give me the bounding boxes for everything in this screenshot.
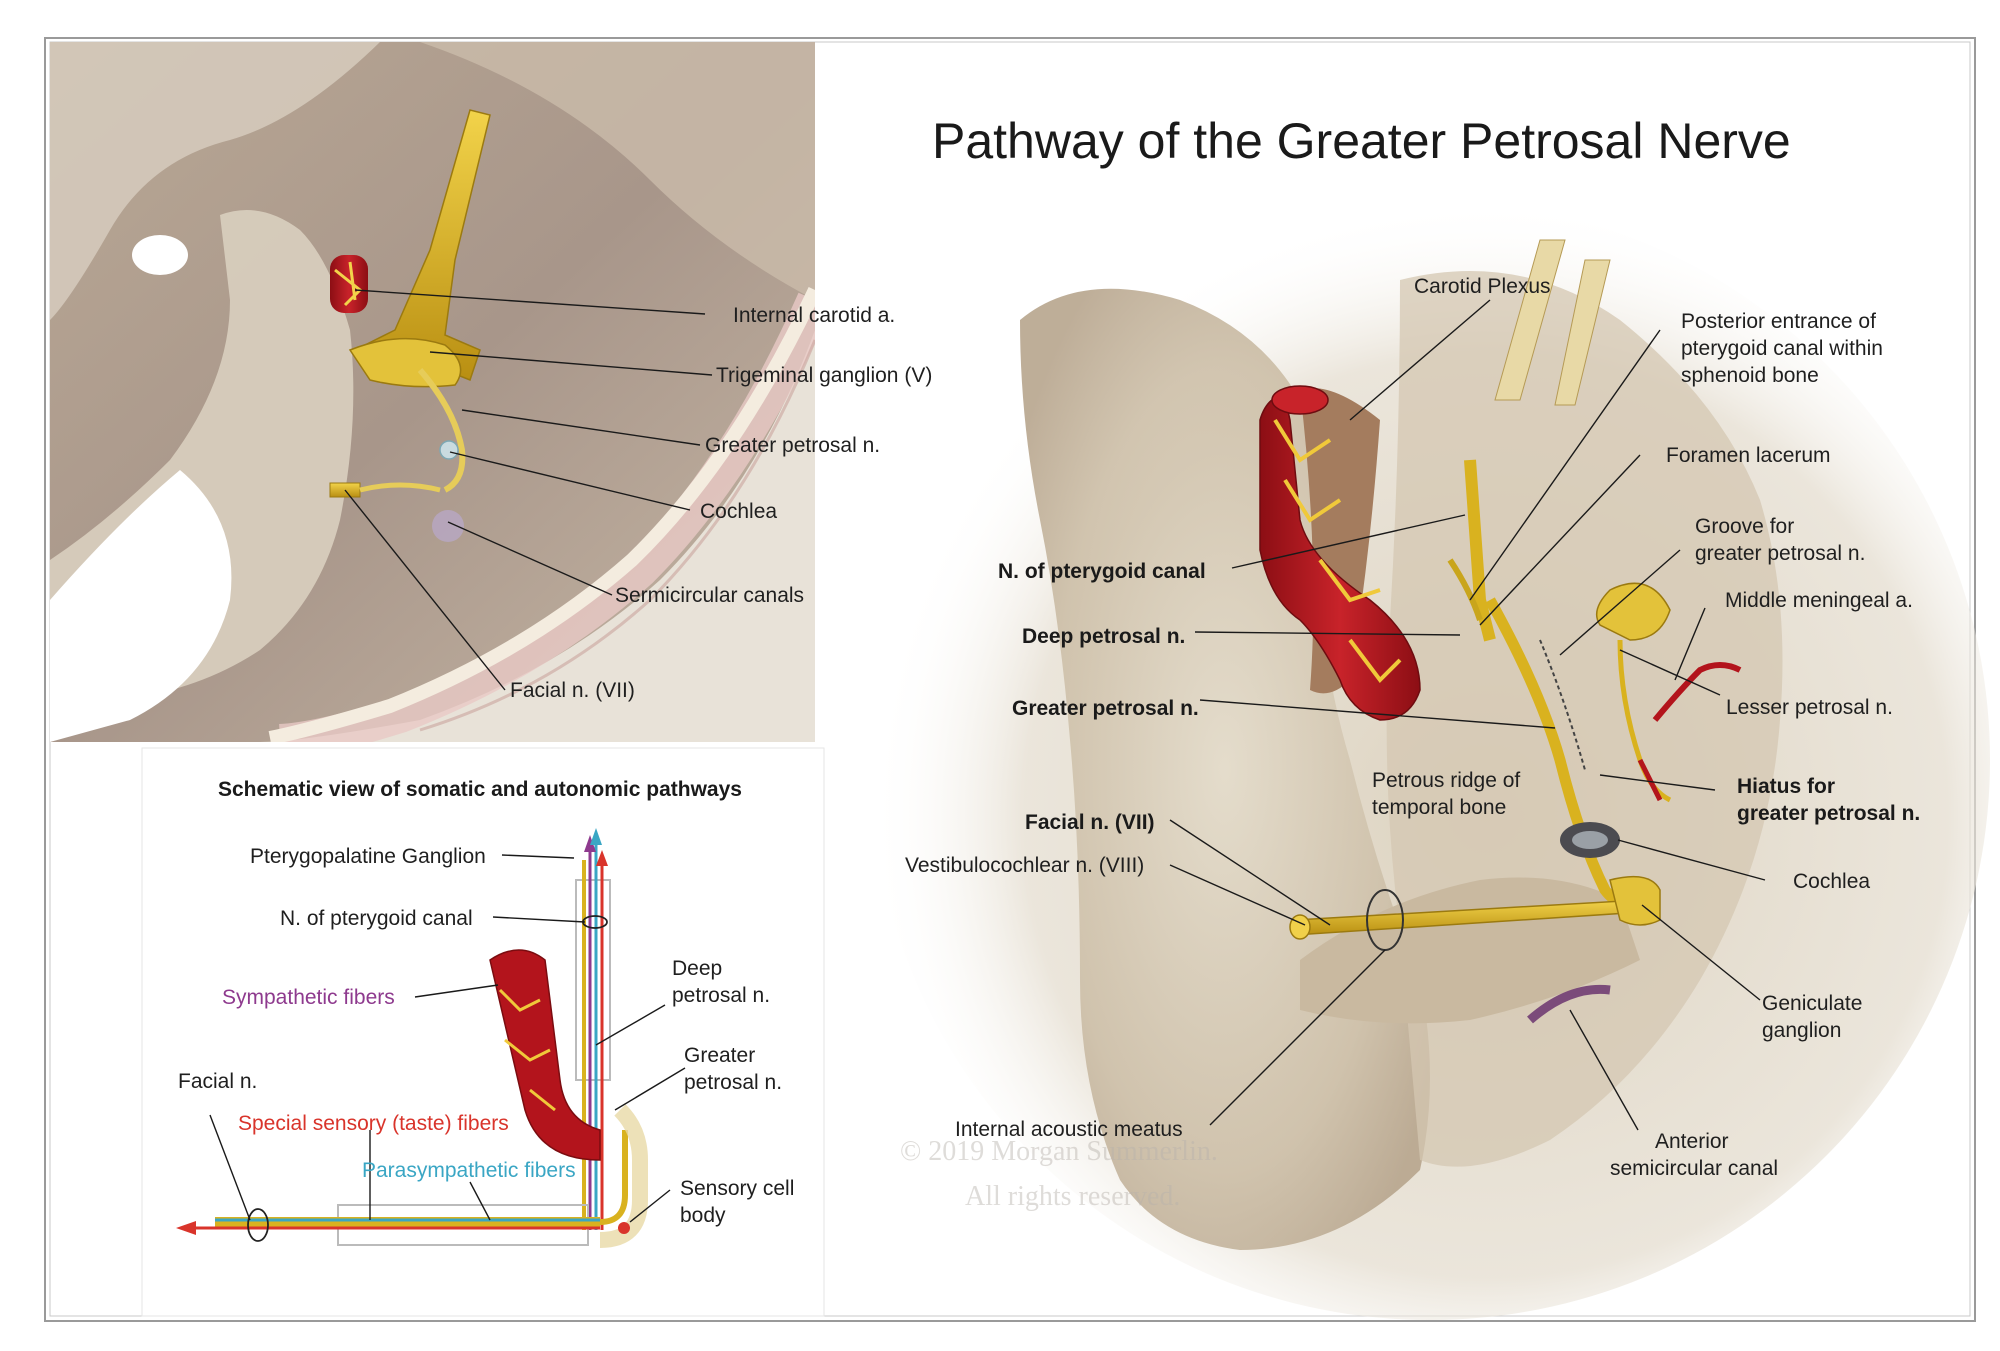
label-n-pterygoid-canal: N. of pterygoid canal	[998, 560, 1206, 583]
label-facial-nerve-left: Facial n. (VII)	[510, 679, 635, 702]
label-greater-petrosal-left: Greater petrosal n.	[705, 434, 880, 457]
label-trigeminal-ganglion: Trigeminal ganglion (V)	[716, 364, 932, 387]
inset-label-sensory-cell-1: Sensory cell	[680, 1177, 794, 1200]
inset-schematic: Schematic view of somatic and autonomic …	[141, 747, 825, 1317]
label-petrous-ridge-2: temporal bone	[1372, 796, 1506, 819]
label-anterior-canal-1: Anterior	[1655, 1130, 1729, 1153]
label-posterior-entrance-3: sphenoid bone	[1681, 364, 1819, 387]
left-skull-panel	[50, 42, 815, 742]
label-carotid-plexus: Carotid Plexus	[1414, 275, 1551, 298]
watermark-line2: All rights reserved.	[965, 1181, 1180, 1212]
watermark-line1: © 2019 Morgan Summerlin.	[900, 1136, 1218, 1167]
label-cochlea-left: Cochlea	[700, 500, 777, 523]
label-geniculate-1: Geniculate	[1762, 992, 1862, 1015]
inset-label-sympathetic: Sympathetic fibers	[222, 986, 395, 1009]
label-deep-petrosal: Deep petrosal n.	[1022, 625, 1185, 648]
label-cochlea-right: Cochlea	[1793, 870, 1870, 893]
inset-label-greater-2: petrosal n.	[684, 1071, 782, 1094]
inset-label-n-pterygoid-canal: N. of pterygoid canal	[280, 907, 473, 930]
left-labels: Internal carotid a. Trigeminal ganglion …	[510, 304, 932, 702]
label-groove-1: Groove for	[1695, 515, 1794, 538]
label-foramen-lacerum: Foramen lacerum	[1666, 444, 1831, 467]
inset-label-greater-1: Greater	[684, 1044, 755, 1067]
left-leader-lines	[344, 289, 713, 691]
right-anatomy	[870, 200, 1990, 1320]
label-hiatus-2: greater petrosal n.	[1737, 802, 1920, 825]
inset-label-parasympathetic: Parasympathetic fibers	[362, 1159, 576, 1182]
label-middle-meningeal: Middle meningeal a.	[1725, 589, 1913, 612]
watermark: © 2019 Morgan Summerlin. All rights rese…	[900, 1136, 1218, 1212]
inset-label-facial-n: Facial n.	[178, 1070, 257, 1093]
label-vestibulocochlear: Vestibulocochlear n. (VIII)	[905, 854, 1144, 877]
label-lesser-petrosal: Lesser petrosal n.	[1726, 696, 1893, 719]
inset-title: Schematic view of somatic and autonomic …	[218, 778, 742, 801]
right-leader-lines	[1169, 299, 1766, 1131]
inset-label-pterygopalatine: Pterygopalatine Ganglion	[250, 845, 486, 868]
label-internal-carotid: Internal carotid a.	[733, 304, 895, 327]
label-geniculate-2: ganglion	[1762, 1019, 1841, 1042]
label-anterior-canal-2: semicircular canal	[1610, 1157, 1778, 1180]
inset-label-sensory-cell-2: body	[680, 1204, 726, 1227]
inset-label-deep-1: Deep	[672, 957, 722, 980]
label-semicircular-canals: Sermicircular canals	[615, 584, 804, 607]
label-posterior-entrance-1: Posterior entrance of	[1681, 310, 1876, 333]
label-facial-nerve-right: Facial n. (VII)	[1025, 811, 1155, 834]
label-posterior-entrance-2: pterygoid canal within	[1681, 337, 1883, 360]
inset-label-deep-2: petrosal n.	[672, 984, 770, 1007]
label-groove-2: greater petrosal n.	[1695, 542, 1865, 565]
inset-label-special-sensory: Special sensory (taste) fibers	[238, 1112, 509, 1135]
right-labels: Carotid Plexus Posterior entrance of pte…	[905, 275, 1920, 1180]
label-internal-acoustic-meatus: Internal acoustic meatus	[955, 1118, 1183, 1141]
label-hiatus-1: Hiatus for	[1737, 775, 1835, 798]
page-title: Pathway of the Greater Petrosal Nerve	[932, 113, 1791, 169]
label-petrous-ridge-1: Petrous ridge of	[1372, 769, 1520, 792]
label-greater-petrosal-right: Greater petrosal n.	[1012, 697, 1199, 720]
